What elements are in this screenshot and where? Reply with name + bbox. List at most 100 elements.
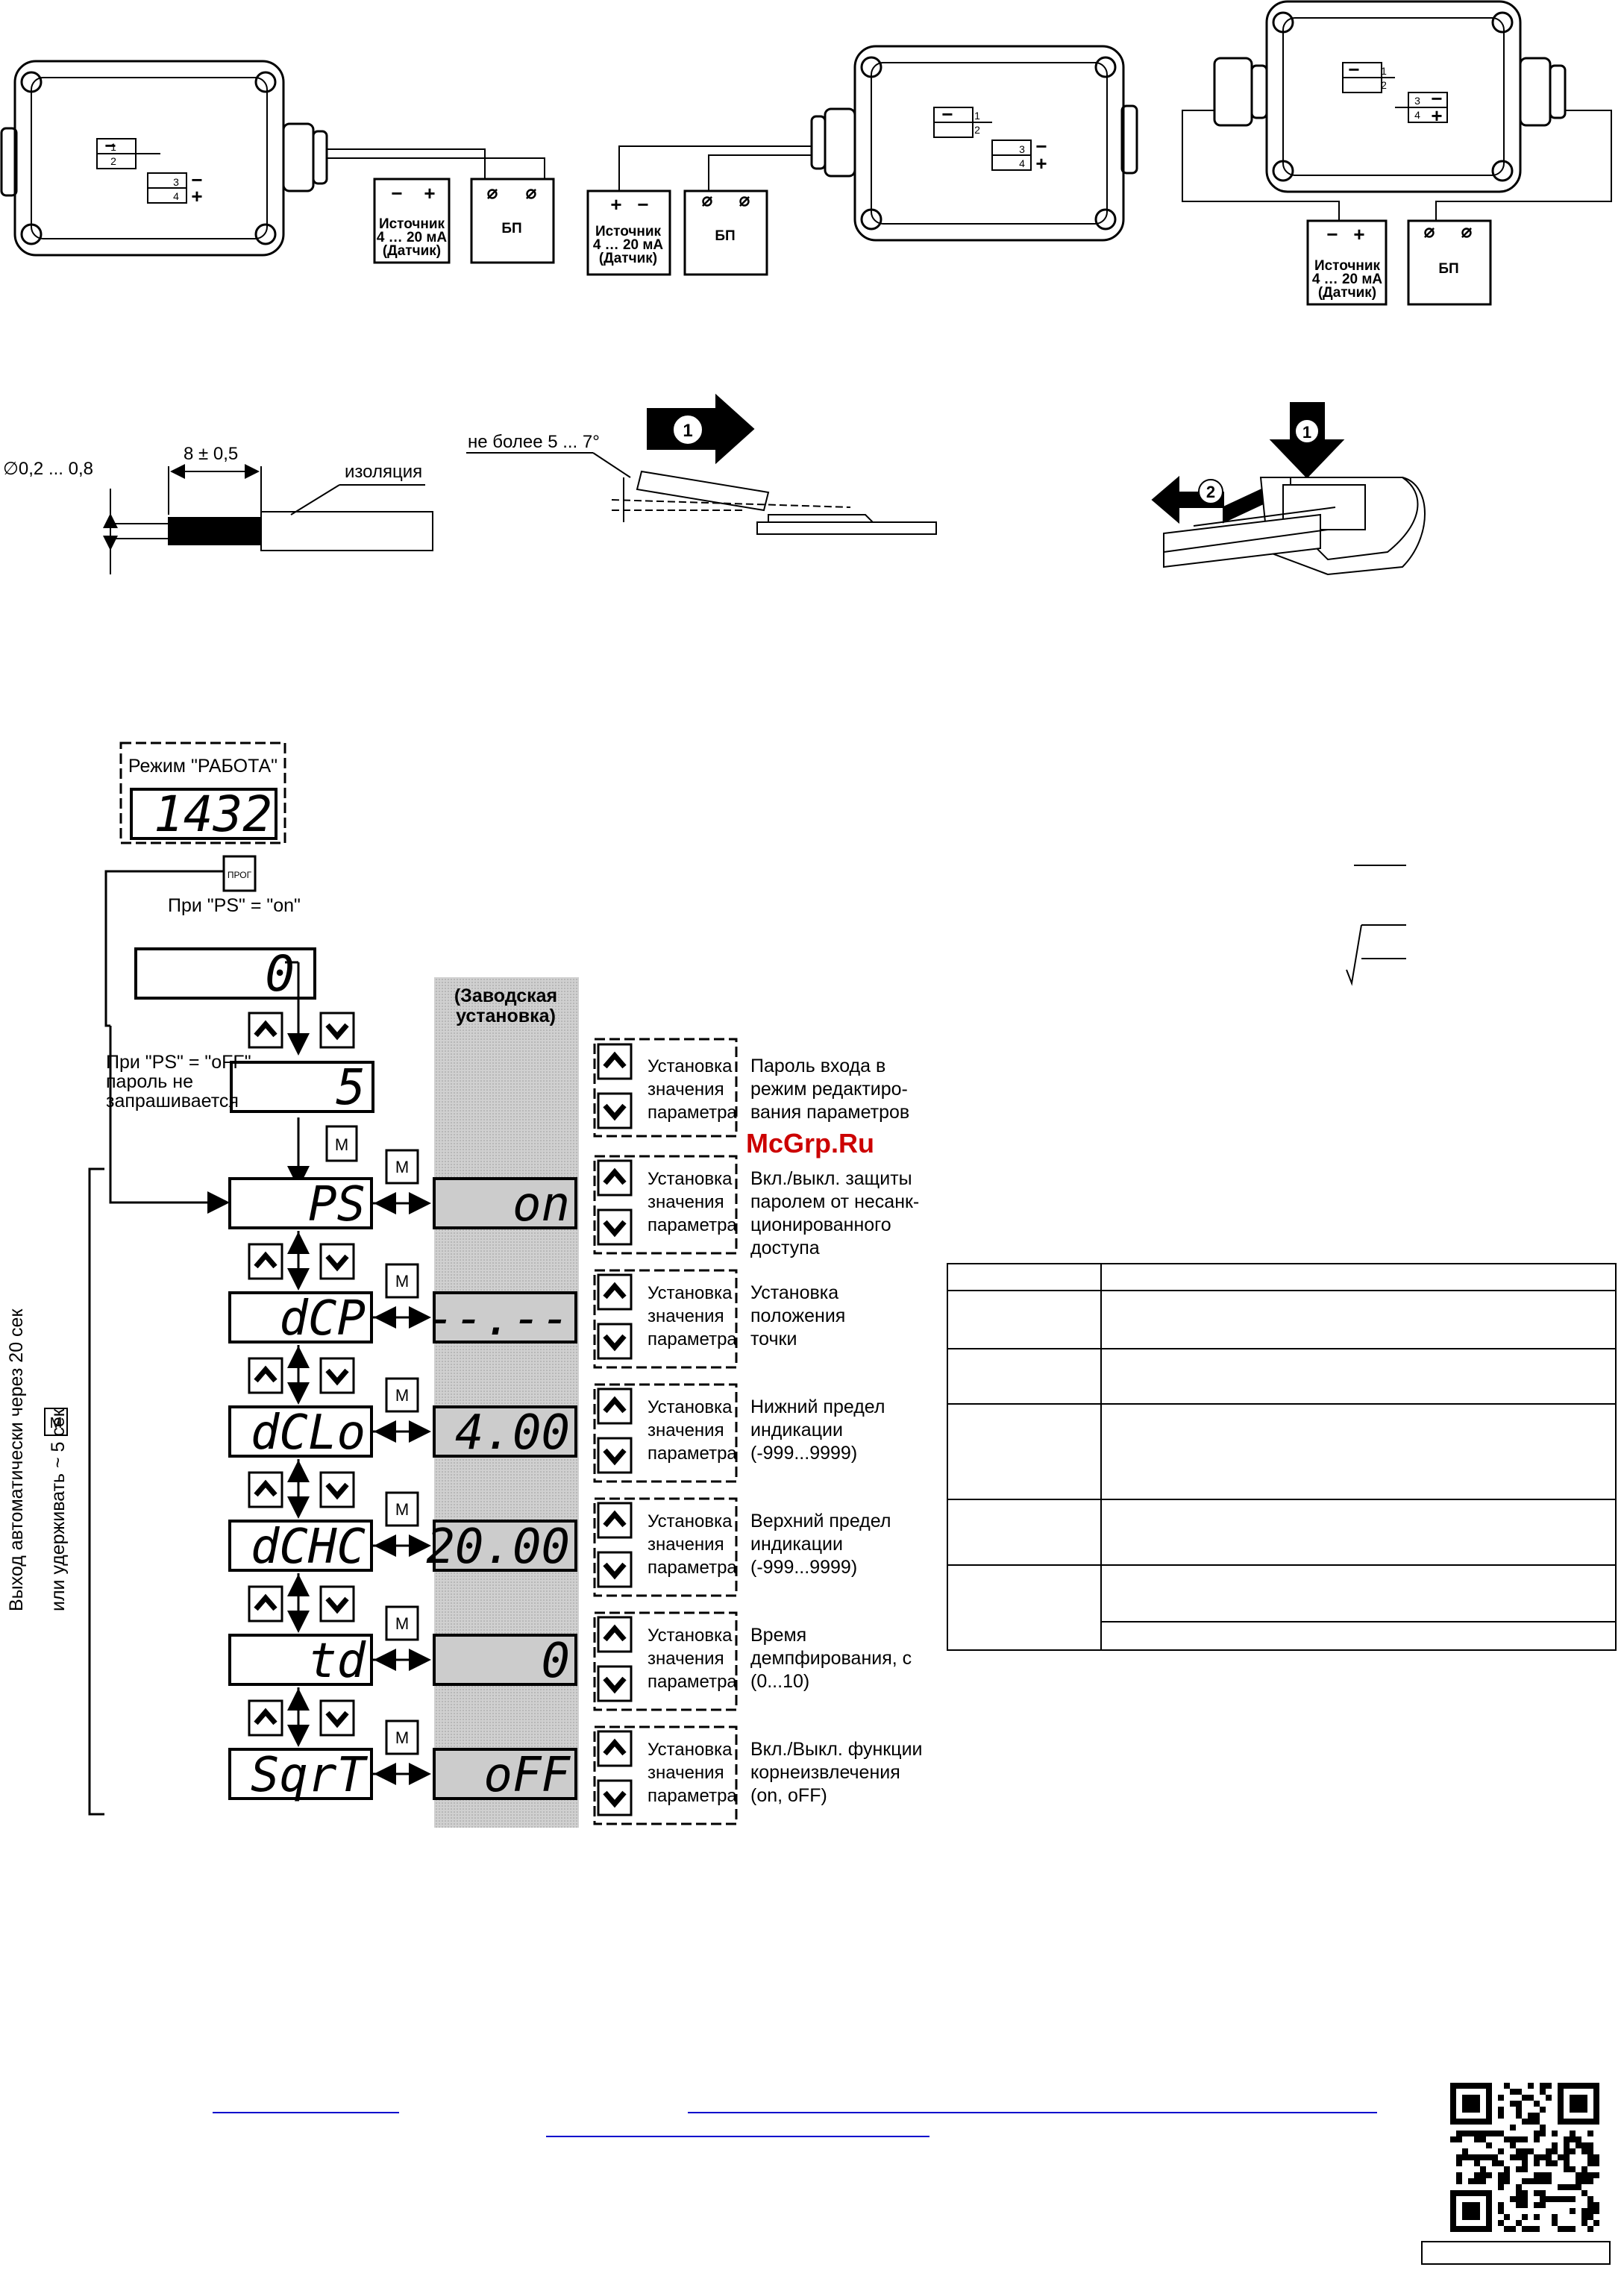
source-label: Источник (1314, 258, 1381, 274)
wiring-diagram-3 (1182, 0, 1612, 306)
psu-terminal-symbol: ⌀ (739, 190, 750, 210)
setting-label: значения (648, 1192, 724, 1212)
setting-label: параметра (648, 1672, 737, 1692)
m-button-label: M (395, 1614, 409, 1633)
arrow-down-icon (319, 1243, 355, 1280)
setting-label: значения (648, 1306, 724, 1326)
terminal-3: 3 (1019, 143, 1025, 155)
m-button (385, 1149, 419, 1185)
minus-sign: − (1348, 58, 1359, 81)
param-code-display: dCP (279, 1291, 366, 1346)
footer-box (1421, 2241, 1611, 2265)
source-sensor: (Датчик) (599, 251, 657, 266)
m-button (385, 1605, 419, 1641)
m-button-label: M (395, 1500, 409, 1519)
m-button-label: M (395, 1272, 409, 1291)
setting-label: параметра (648, 1329, 737, 1349)
setting-label: параметра (648, 1558, 737, 1578)
param-factory-value: oFF (483, 1748, 571, 1803)
arrow-down-icon (597, 1437, 633, 1474)
plus-sign: + (191, 185, 202, 207)
terminal-4: 4 (173, 190, 179, 202)
password-desc-1: Пароль входа в (750, 1056, 885, 1076)
password-desc-3: вания параметров (750, 1102, 909, 1123)
param-description: индикации (750, 1534, 843, 1555)
source-label: Источник (595, 224, 662, 239)
wiring-diagram-1 (0, 60, 555, 264)
param-description: Верхний предел (750, 1511, 891, 1531)
terminal-release-drawing (1151, 402, 1426, 576)
setting-label: параметра (648, 1215, 737, 1235)
minus-sign: − (391, 182, 402, 204)
arrow-down-icon (597, 1323, 633, 1360)
wire-diameter: ∅0,2 ... 0,8 (3, 459, 93, 479)
setting-label: параметра (648, 1103, 737, 1123)
ps-off-note-2: пароль не (106, 1071, 193, 1092)
terminal-4: 4 (1414, 109, 1420, 121)
arrow-up-icon (597, 1273, 633, 1311)
setting-label: Установка (648, 1056, 733, 1076)
arrow-down-icon (319, 1471, 355, 1508)
arrow-down-icon (319, 1699, 355, 1737)
exit-m-label: M (50, 1415, 63, 1432)
param-description: (on, oFF) (750, 1785, 827, 1806)
password-desc-2: режим редактиро- (750, 1079, 908, 1100)
exit-m-button (44, 1408, 68, 1436)
m-button (385, 1263, 419, 1299)
minus-sign: − (1326, 223, 1338, 245)
exit-note-2: или удерживать ~ 5 сек (48, 1408, 69, 1611)
arrow-up-icon (248, 1585, 283, 1622)
arrow-down-icon (597, 1208, 633, 1246)
wiring-diagram-2 (586, 45, 1138, 276)
terminal-3: 3 (1414, 95, 1420, 107)
m-button-label: M (335, 1135, 348, 1154)
blank-table (947, 1263, 1617, 1651)
param-description: Нижний предел (750, 1396, 885, 1417)
terminal-1: 1 (110, 141, 116, 153)
arrow-up-icon (248, 1012, 283, 1049)
factory-header-2: установка) (456, 1006, 556, 1026)
arrow-up-icon (597, 1043, 633, 1080)
param-factory-value: --.-- (426, 1291, 570, 1346)
arrow-down-icon (597, 1665, 633, 1702)
setting-group: Установка значения параметра (593, 1269, 738, 1369)
setting-label: Установка (648, 1283, 733, 1303)
param-factory-value: 4.00 (455, 1405, 570, 1461)
param-factory-value: on (512, 1177, 570, 1232)
arrow-up-icon (597, 1616, 633, 1653)
work-mode-label: Режим "РАБОТА" (128, 756, 278, 777)
exit-note-1: Выход автоматически через 20 сек (6, 1308, 27, 1611)
setting-label: значения (648, 1763, 724, 1783)
strip-length: 8 ± 0,5 (184, 444, 238, 464)
param-description: корнеизвлечения (750, 1762, 900, 1783)
setting-label: параметра (648, 1443, 737, 1464)
terminal-1: 1 (1381, 65, 1387, 77)
factory-header-1: (Заводская (454, 985, 557, 1006)
source-range: 4 … 20 мА (377, 230, 448, 245)
step-1-label: 1 (1302, 423, 1311, 442)
formula-marks (1346, 865, 1406, 986)
param-description: демпфирования, с (750, 1648, 912, 1669)
footer-links (213, 2112, 1377, 2137)
arrow-up-icon (597, 1502, 633, 1539)
param-factory-value: 20.00 (426, 1520, 570, 1575)
param-code-display: SqrT (251, 1748, 369, 1803)
source-range: 4 … 20 мА (593, 237, 664, 253)
psu-label: БП (501, 221, 521, 236)
param-description: Время (750, 1625, 806, 1646)
psu-terminal-symbol: ⌀ (1461, 222, 1473, 242)
param-description: положения (750, 1305, 845, 1326)
insulation-label: изоляция (345, 462, 422, 482)
watermark: McGrp.Ru (746, 1128, 874, 1158)
step-2-label: 2 (1206, 483, 1215, 501)
source-sensor: (Датчик) (1318, 285, 1376, 301)
arrow-up-icon (248, 1471, 283, 1508)
param-code-display: dCLo (251, 1405, 366, 1461)
